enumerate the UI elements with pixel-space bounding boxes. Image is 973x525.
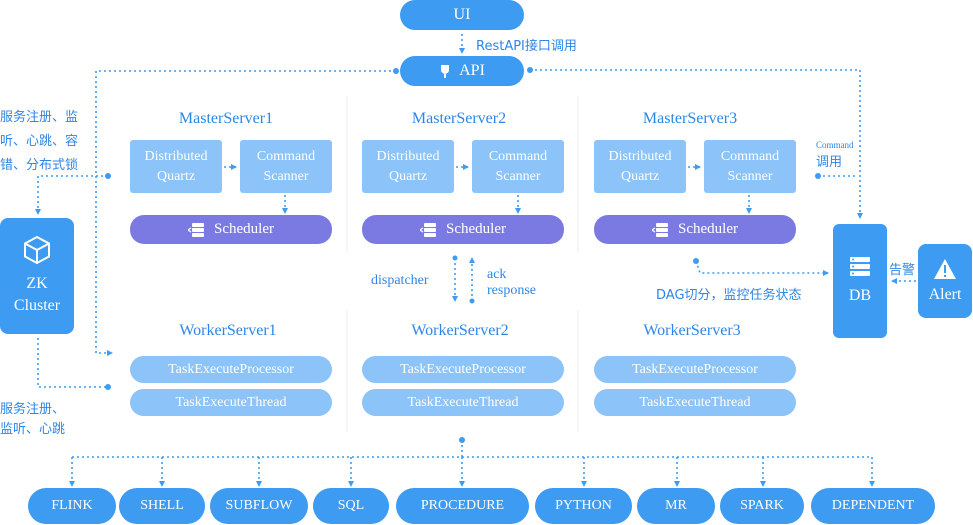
database-stack-icon [188, 222, 206, 237]
alarm-label: 告警 [889, 263, 916, 278]
zk-master-note: 服务注册、监 听、心跳、容 错、分布式锁 [0, 110, 79, 173]
master1-scheduler: Scheduler [130, 215, 332, 244]
dispatcher-label: dispatcher [371, 273, 429, 288]
api-db-line [530, 69, 863, 219]
worker3-title: WorkerServer3 [643, 322, 741, 339]
master3-title: MasterServer3 [642, 110, 738, 127]
worker1-processor: TaskExecuteProcessor [130, 356, 332, 383]
master2-scheduler: Scheduler [362, 215, 564, 244]
task-mr: MR [637, 488, 715, 524]
command-call-label: 调用 [816, 155, 843, 170]
task-sql: SQL [313, 488, 389, 524]
worker3-processor: TaskExecuteProcessor [594, 356, 796, 383]
rest-api-label: RestAPI接口调用 [476, 39, 577, 54]
task-python: PYTHON [535, 488, 632, 524]
worker2-processor: TaskExecuteProcessor [362, 356, 564, 383]
database-stack-icon [420, 222, 438, 237]
task-subflow: SUBFLOW [210, 488, 308, 524]
master1-title: MasterServer1 [178, 110, 274, 127]
zk-cluster-node: ZK Cluster [0, 218, 74, 334]
zk-master-line [35, 175, 108, 215]
worker3-thread: TaskExecuteThread [594, 389, 796, 416]
worker2-thread: TaskExecuteThread [362, 389, 564, 416]
zk-worker-note: 服务注册、 监听、心跳 [0, 402, 66, 437]
alert-node: Alert [918, 244, 972, 318]
master3-scheduler: Scheduler [594, 215, 796, 244]
command-label: Command [816, 140, 854, 150]
api-node: API [400, 56, 524, 86]
master2-title: MasterServer2 [411, 110, 507, 127]
worker1-thread: TaskExecuteThread [130, 389, 332, 416]
ui-node: UI [400, 0, 524, 30]
task-shell: SHELL [119, 488, 205, 524]
task-spark: SPARK [720, 488, 804, 524]
database-stack-icon [652, 222, 670, 237]
task-dependent: DEPENDENT [811, 488, 935, 524]
zk-worker-line [37, 338, 108, 388]
api-worker-line [95, 70, 396, 356]
ui-label: UI [453, 6, 471, 23]
task-bus-line [72, 440, 872, 458]
zk-cube-icon [22, 235, 52, 265]
server-rack-icon [849, 257, 871, 277]
dag-label: DAG切分，监控任务状态 [656, 288, 802, 303]
api-gear-icon [439, 64, 451, 78]
api-label: API [459, 62, 485, 79]
dag-db-line [695, 260, 829, 276]
worker1-title: WorkerServer1 [179, 322, 277, 339]
ack-label: ack response [487, 267, 536, 298]
warning-icon [933, 258, 957, 280]
worker2-title: WorkerServer2 [411, 322, 509, 339]
task-flink: FLINK [28, 488, 116, 524]
task-procedure: PROCEDURE [396, 488, 529, 524]
db-node: DB [833, 224, 887, 338]
